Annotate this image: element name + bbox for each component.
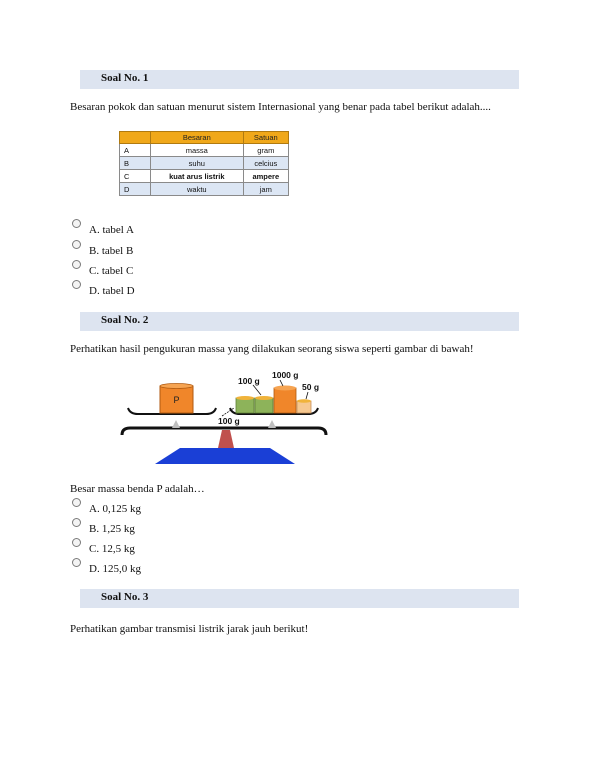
table-cell: jam [242,182,290,196]
table-row: B suhu celcius [119,156,290,170]
left-pan-support [172,420,180,428]
table-cell: gram [242,143,290,157]
question-2-header: Soal No. 2 [80,312,519,331]
question-1-header-label: Soal No. 1 [101,72,149,84]
weight-1000g-top [274,385,296,391]
object-p-label: P [173,395,179,405]
mass-label-100g-lower: 100 g [218,416,240,426]
answer-option[interactable]: C. 12,5 kg [70,538,270,557]
option-label: B. tabel B [89,245,134,257]
table-cell: kuat arus listrik [150,169,244,183]
scale-pivot [218,430,234,448]
question-1-header: Soal No. 1 [80,70,519,89]
answer-option[interactable]: A. tabel A [70,219,270,238]
option-label: A. tabel A [89,224,134,236]
option-label: C. tabel C [89,265,134,277]
question-3-text: Perhatikan gambar transmisi listrik jara… [70,623,309,635]
right-pan [229,407,319,415]
answer-option[interactable]: B. 1,25 kg [70,518,270,537]
table-header-cell [119,131,151,144]
question-1-text: Besaran pokok dan satuan menurut sistem … [70,101,491,113]
radio-button[interactable] [72,240,81,249]
option-label: D. tabel D [89,285,135,297]
balance-scale-figure: P 100 g 1000 g 50 g 100 g [120,370,328,464]
question-2-prompt: Besar massa benda P adalah… [70,483,205,495]
radio-button[interactable] [72,219,81,228]
table-cell: celcius [242,156,290,170]
object-p-top [159,383,194,389]
table-cell: waktu [150,182,244,196]
weight-100g-top [236,396,254,400]
answer-option[interactable]: A. 0,125 kg [70,498,270,517]
pointer-arrow [305,391,309,400]
table-cell: massa [150,143,244,157]
option-label: A. 0,125 kg [89,503,141,515]
scale-base [155,448,295,464]
answer-option[interactable]: C. tabel C [70,260,270,279]
radio-button[interactable] [72,518,81,527]
mass-label-100g: 100 g [238,376,260,386]
table-header-cell: Satuan [242,131,290,144]
question-2-header-label: Soal No. 2 [101,314,149,326]
scale-beam [120,426,328,436]
object-p [159,385,194,414]
pointer-arrow [252,384,262,396]
weight-100g-top [255,396,273,400]
question-3-header-label: Soal No. 3 [101,591,149,603]
right-pan-support [268,420,276,428]
option-label: D. 125,0 kg [89,563,141,575]
table-cell: C [119,169,151,183]
option-label: B. 1,25 kg [89,523,135,535]
question-2-text: Perhatikan hasil pengukuran massa yang d… [70,343,474,355]
table-row: A massa gram [119,143,290,157]
weight-100g [235,397,255,414]
mass-label-50g: 50 g [302,382,319,392]
table-cell: ampere [242,169,290,183]
pointer-arrow [221,407,235,417]
weight-50g-top [297,399,311,403]
radio-button[interactable] [72,558,81,567]
table-cell: B [119,156,151,170]
table-cell: A [119,143,151,157]
answer-option[interactable]: D. 125,0 kg [70,558,270,577]
option-label: C. 12,5 kg [89,543,135,555]
radio-button[interactable] [72,538,81,547]
pointer-arrow [279,379,284,387]
units-table: Besaran Satuan A massa gram B suhu celci… [119,131,290,196]
radio-button[interactable] [72,280,81,289]
answer-option[interactable]: D. tabel D [70,280,270,299]
table-header-cell: Besaran [150,131,244,144]
radio-button[interactable] [72,498,81,507]
left-pan [127,407,217,415]
table-row: C kuat arus listrik ampere [119,169,290,183]
radio-button[interactable] [72,260,81,269]
weight-100g [254,397,274,414]
mass-label-1000g: 1000 g [272,370,298,380]
weight-1000g [273,387,297,414]
answer-option[interactable]: B. tabel B [70,240,270,259]
table-row: D waktu jam [119,182,290,196]
question-3-header: Soal No. 3 [80,589,519,608]
table-cell: suhu [150,156,244,170]
table-cell: D [119,182,151,196]
